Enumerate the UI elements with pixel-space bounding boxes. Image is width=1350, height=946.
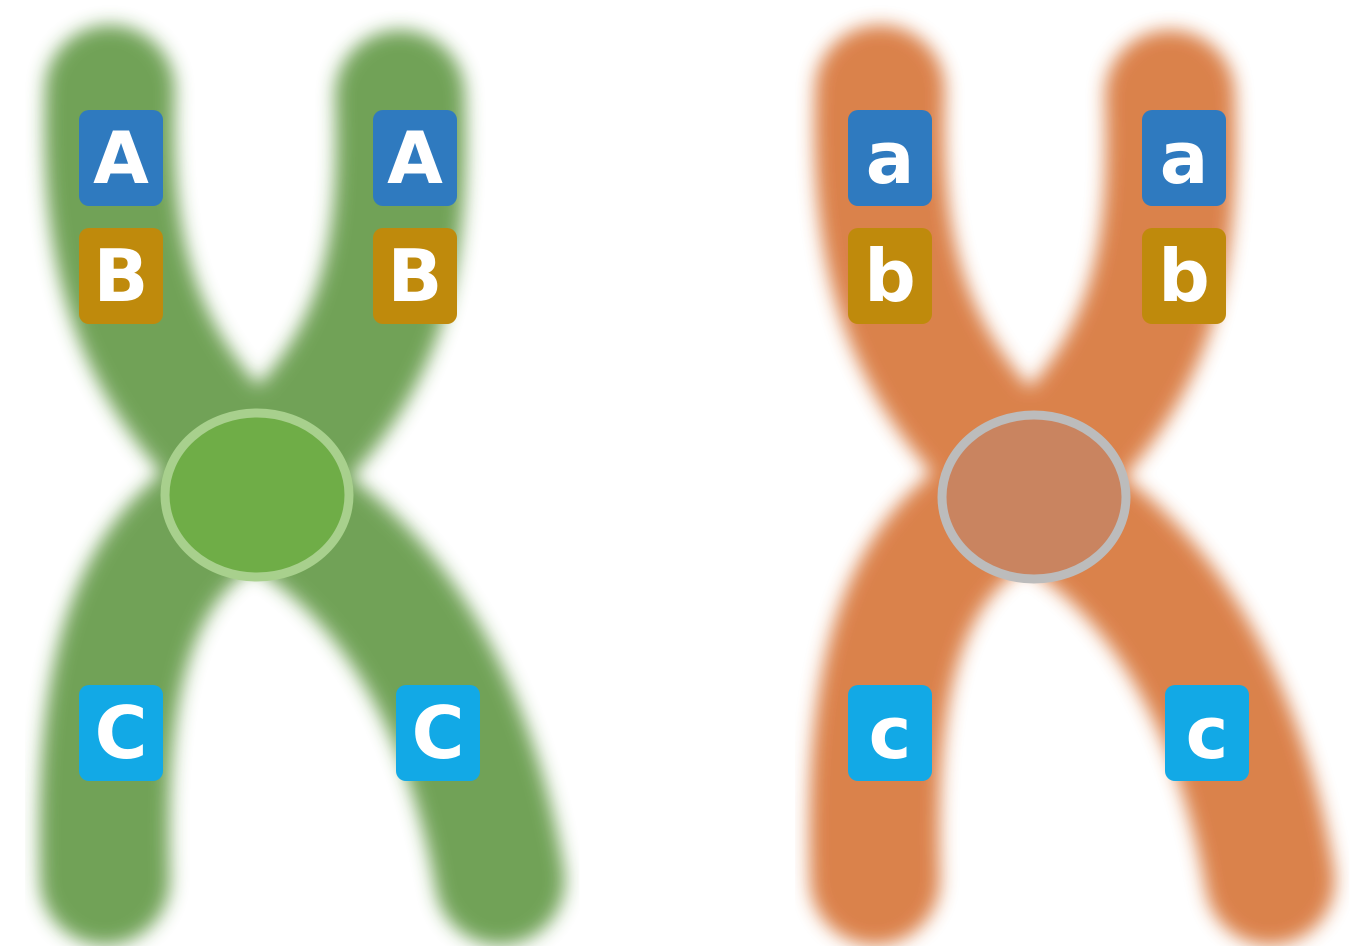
chromosome-2-centromere xyxy=(937,410,1131,584)
chromosome-2-left-allele-c: c xyxy=(848,685,932,781)
chromosome-1-centromere xyxy=(160,408,354,582)
chromosome-1-right-allele-b: B xyxy=(373,228,457,324)
chromosome-1-left-allele-b: B xyxy=(79,228,163,324)
chromosome-1-left-allele-a: A xyxy=(79,110,163,206)
chromosome-2-right-allele-a: a xyxy=(1142,110,1226,206)
chromosome-2-left-allele-a: a xyxy=(848,110,932,206)
chromosome-2-right-allele-c: c xyxy=(1165,685,1249,781)
chromosome-1-right-allele-a: A xyxy=(373,110,457,206)
chromosome-2-left-allele-b: b xyxy=(848,228,932,324)
chromosome-1-right-allele-c: C xyxy=(396,685,480,781)
chromosome-1-left-allele-c: C xyxy=(79,685,163,781)
chromosome-2-right-allele-b: b xyxy=(1142,228,1226,324)
